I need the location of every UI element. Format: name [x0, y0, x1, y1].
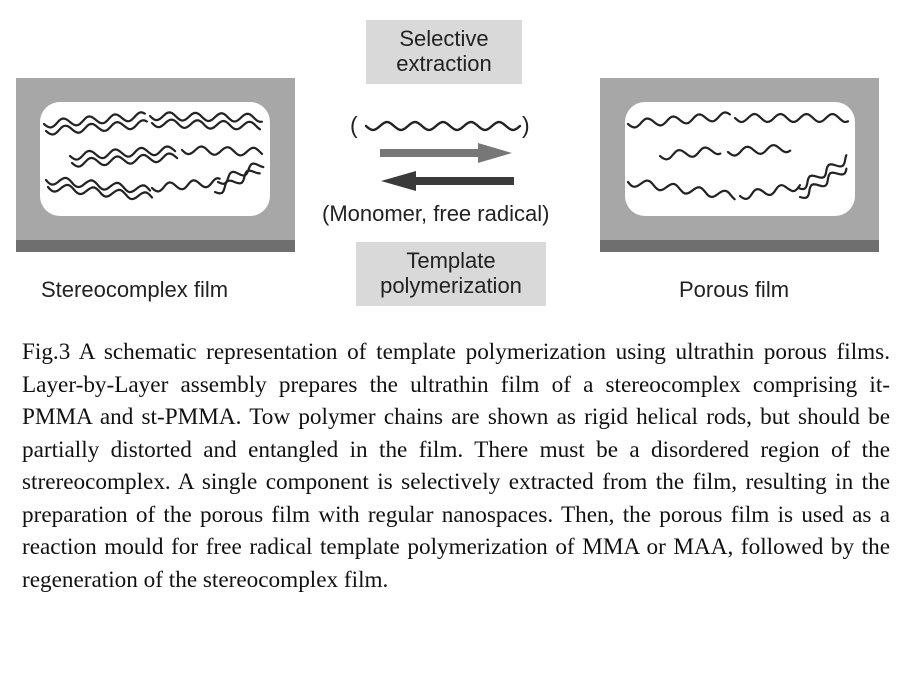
polymer-chain — [733, 112, 850, 124]
right-polymer-chains — [626, 111, 850, 201]
polymer-chain — [150, 177, 221, 193]
reagents-label: (Monomer, free radical) — [322, 201, 550, 226]
polymer-chain — [213, 169, 261, 195]
template-polymerization-text: Template polymerization — [380, 248, 522, 298]
schematic-diagram: Selective extraction Template polymeriza… — [0, 0, 911, 320]
right-film-substrate — [600, 240, 879, 252]
polymer-chain — [180, 145, 264, 157]
figure-caption: Fig.3 A schematic representation of temp… — [22, 339, 890, 593]
porous-film-label: Porous film — [679, 277, 790, 302]
polymer-chain — [798, 167, 848, 200]
polymer-chain — [68, 145, 177, 161]
extracted-polymer-chain — [364, 120, 522, 132]
template-polymerization-label: Template polymerization — [356, 242, 546, 306]
right-film-window — [625, 102, 855, 216]
polymer-chain — [148, 111, 263, 124]
porous-film-graphic — [600, 78, 879, 252]
polymer-chain — [658, 146, 722, 161]
left-film-window — [40, 102, 270, 216]
chain-bracket-open: ( — [350, 112, 358, 138]
polymer-chain — [42, 111, 146, 129]
left-film-substrate — [16, 240, 295, 252]
polymer-chain — [44, 176, 152, 194]
polymer-chain — [626, 179, 736, 201]
polymer-chain — [726, 143, 792, 157]
polymer-chain — [364, 120, 522, 132]
diagram-graphics — [16, 78, 879, 252]
polymer-chain — [796, 154, 848, 191]
backward-arrow — [381, 171, 514, 191]
selective-extraction-text: Selective extraction — [396, 26, 492, 76]
stereocomplex-film-graphic — [16, 78, 295, 252]
forward-arrow — [380, 143, 512, 163]
polymer-chain — [738, 183, 801, 201]
left-polymer-chains — [42, 111, 265, 201]
polymer-chain — [626, 111, 731, 129]
polymer-chain — [44, 119, 148, 136]
selective-extraction-label: Selective extraction — [366, 20, 522, 84]
polymer-chain — [70, 152, 179, 168]
polymer-chain — [150, 118, 261, 131]
polymer-chain — [46, 183, 154, 201]
stereocomplex-film-label: Stereocomplex film — [41, 277, 229, 302]
chain-bracket-close: ) — [522, 112, 530, 138]
